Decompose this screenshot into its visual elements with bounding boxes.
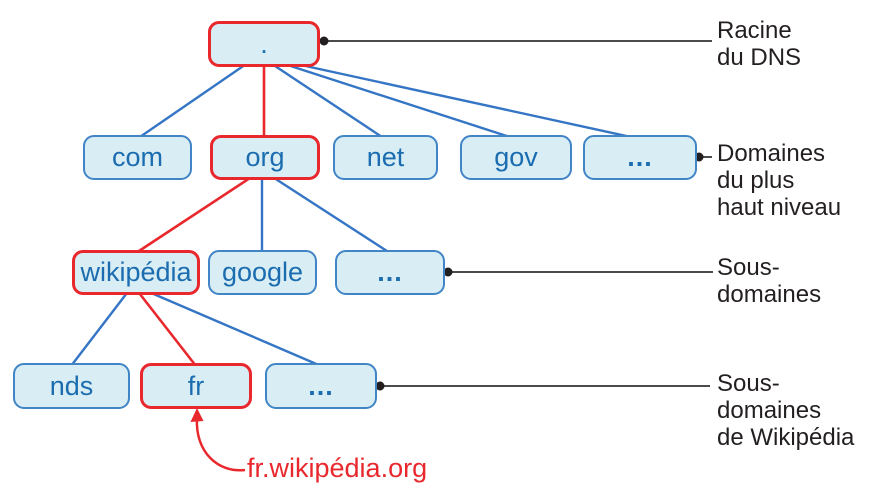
node-wikipedia-more: ... bbox=[265, 363, 377, 409]
connector-dots bbox=[319, 36, 704, 391]
connector-dot-subdomains bbox=[443, 267, 453, 277]
tree-edges-red-path bbox=[134, 60, 266, 367]
node-nds: nds bbox=[13, 363, 130, 409]
node-root: . bbox=[208, 21, 320, 67]
node-google: google bbox=[208, 250, 317, 295]
node-tld-more: ... bbox=[583, 135, 697, 180]
tree-edges-blue bbox=[70, 58, 641, 368]
label-domaines-haut-niveau: Domaines du plus haut niveau bbox=[717, 140, 842, 221]
connector-dot-racine bbox=[319, 36, 329, 46]
connector-dot-wikipedia-subdomains bbox=[375, 381, 385, 391]
label-racine-du-dns: Racine du DNS bbox=[717, 17, 802, 71]
node-gov: gov bbox=[460, 135, 572, 180]
node-wikipedia: wikipédia bbox=[72, 250, 200, 295]
label-sous-domaines-wikipedia: Sous- domaines de Wikipédia bbox=[717, 370, 855, 451]
annotation-fr-wikipedia-org: fr.wikipédia.org bbox=[247, 453, 428, 483]
label-connector-lines bbox=[322, 40, 713, 387]
node-com: com bbox=[83, 135, 192, 180]
node-fr: fr bbox=[140, 363, 252, 409]
node-net: net bbox=[333, 135, 438, 180]
node-org: org bbox=[210, 135, 320, 180]
node-subdomains-more: ... bbox=[335, 250, 445, 295]
annotation-arrow bbox=[190, 408, 246, 472]
label-sous-domaines: Sous- domaines bbox=[717, 254, 822, 308]
